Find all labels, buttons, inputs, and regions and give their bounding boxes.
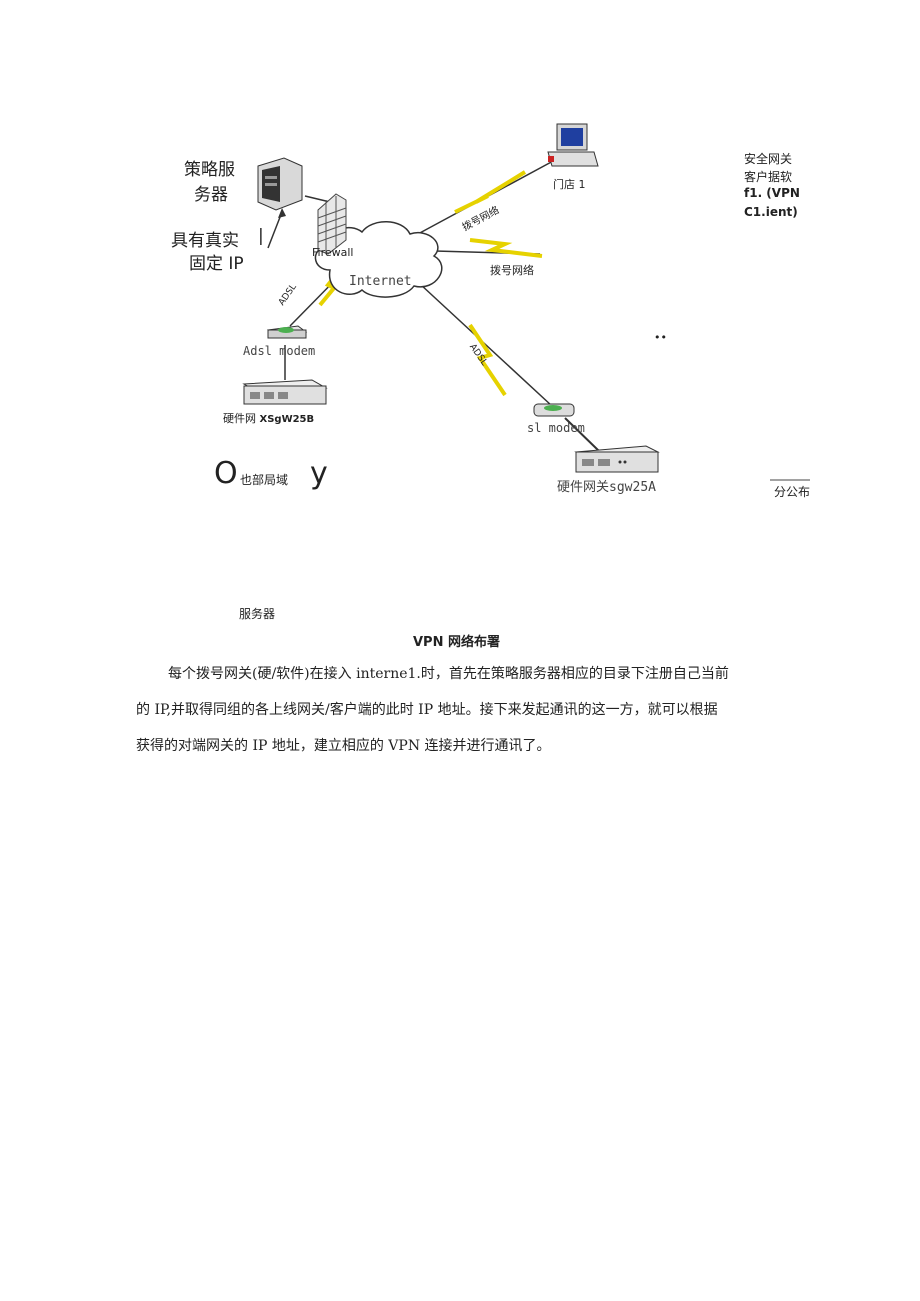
paragraph-line-3: 获得的对端网关的 IP 地址，建立相应的 VPN 连接并进行通讯了。	[136, 738, 551, 754]
dialup-mid-label: 拨号网络	[490, 264, 534, 277]
pointer-arrow	[267, 211, 283, 249]
desktop-computer-icon	[547, 123, 599, 167]
real-ip-label-1: 具有真实	[171, 231, 239, 251]
client-bold-1: f1. (VPN	[744, 186, 800, 200]
hardware-gateway-right-icon	[574, 445, 660, 473]
server-tower-icon	[257, 157, 303, 211]
client-bold-2: C1.ient)	[744, 205, 798, 219]
store1-label: 门店 1	[553, 178, 586, 191]
adsl-modem-left-label: Adsl modem	[243, 344, 316, 358]
client-label-1: 安全网关	[744, 152, 793, 166]
figure-caption: VPN 网络布署	[413, 635, 500, 650]
link-modem-right-gateway	[564, 417, 601, 453]
hw-gateway-left-label: 硬件网 XSgW25B	[223, 410, 314, 426]
network-diagram: 策略服 务器 具有真实 | 固定 IP Firewall Internet AD…	[0, 0, 920, 560]
firewall-icon	[317, 193, 347, 255]
policy-server-label-1: 策略服	[184, 160, 235, 180]
dots-mark: ••	[654, 331, 667, 344]
real-ip-mark: |	[258, 226, 264, 246]
hq-lan-label: 也部局域	[240, 473, 289, 487]
hw-gateway-left-name: 硬件网	[223, 412, 256, 425]
hw-gateway-left-model: XSgW25B	[259, 414, 315, 425]
hw-gateway-right-name: 硬件网关	[557, 480, 610, 495]
network-diagram-graphics	[242, 123, 810, 481]
hardware-gateway-left-icon	[242, 379, 328, 405]
internet-label: Internet	[349, 274, 412, 289]
lightning-store1	[454, 170, 527, 214]
firewall-label: Firewall	[312, 246, 354, 259]
lightning-dialup	[469, 238, 543, 258]
modem-right-icon	[533, 403, 575, 417]
adsl-modem-left-icon	[266, 325, 308, 339]
hq-y-glyph: y	[310, 456, 328, 491]
body-paragraph: 每个拨号网关(硬/软件)在接入 interne1.时，首先在策略服务器相应的目录…	[136, 656, 816, 764]
policy-server-label-2: 务器	[194, 185, 228, 205]
server-label: 服务器	[239, 607, 276, 621]
paragraph-line-2: 的 IP,并取得同组的各上线网关/客户端的此时 IP 地址。接下来发起通讯的这一…	[136, 702, 718, 718]
lightning-adsl-right	[468, 323, 507, 397]
hw-gateway-right-label: 硬件网关sgw25A	[557, 476, 656, 495]
hw-gateway-right-model: sgw25A	[609, 480, 656, 495]
hq-o-glyph: O	[214, 456, 238, 491]
paragraph-line-1: 每个拨号网关(硬/软件)在接入 interne1.时，首先在策略服务器相应的目录…	[168, 666, 729, 682]
client-label-2: 客户据软	[744, 170, 793, 184]
real-ip-label-2: 固定 IP	[189, 254, 244, 274]
modem-right-label: sl modem	[527, 421, 585, 435]
link-internet-modem-right	[419, 283, 553, 407]
branch-label: 分公布	[774, 485, 811, 499]
